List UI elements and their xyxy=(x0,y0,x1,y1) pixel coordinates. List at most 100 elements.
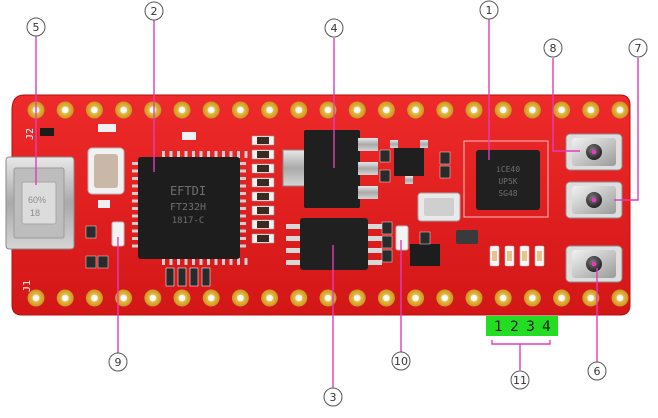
usb-mark-2: 18 xyxy=(30,208,40,218)
header-pad xyxy=(319,289,337,307)
callout-number: 5 xyxy=(33,21,40,34)
callout-number: 7 xyxy=(635,42,642,55)
callout-7: 7 xyxy=(628,38,648,58)
header-pad xyxy=(553,101,571,119)
fpga-chip: iCE40 UP5K SG48 xyxy=(463,140,549,218)
header-pad xyxy=(144,289,162,307)
ftdi-part-text: FT232H xyxy=(170,202,206,213)
header-pad xyxy=(56,289,74,307)
callout-number: 11 xyxy=(513,374,527,387)
callout-10: 10 xyxy=(391,351,411,371)
header-pad xyxy=(523,101,541,119)
silkscreen-j1: J1 xyxy=(22,280,33,292)
ftdi-chip: EFTDI FT232H 1817-C xyxy=(132,151,248,265)
leader-7 xyxy=(614,58,639,201)
callout-leader-lines xyxy=(35,19,639,388)
callout-6: 6 xyxy=(587,361,607,381)
user-led-array xyxy=(489,245,545,267)
header-pad xyxy=(173,101,191,119)
header-pad xyxy=(144,101,162,119)
callout-number: 1 xyxy=(486,4,493,17)
callout-11: 11 xyxy=(510,370,530,390)
header-pad xyxy=(407,101,425,119)
small-regulator xyxy=(390,140,428,184)
header-pad xyxy=(173,289,191,307)
callout-number: 4 xyxy=(331,22,338,35)
callout-8: 8 xyxy=(543,38,563,58)
header-pad xyxy=(494,289,512,307)
header-pad xyxy=(377,101,395,119)
header-pad xyxy=(553,289,571,307)
callout-number: 10 xyxy=(394,355,408,368)
header-pad xyxy=(348,289,366,307)
header-pad xyxy=(523,289,541,307)
leader-8 xyxy=(552,58,580,152)
callout-number: 2 xyxy=(151,5,158,18)
header-pad xyxy=(290,101,308,119)
header-pad xyxy=(231,289,249,307)
led-label-3: 3 xyxy=(526,319,535,335)
callout-number: 9 xyxy=(115,356,122,369)
header-pad xyxy=(261,101,279,119)
header-pad xyxy=(465,289,483,307)
ftdi-date-text: 1817-C xyxy=(172,216,205,226)
callout-number: 6 xyxy=(594,365,601,378)
header-pads-bottom xyxy=(27,289,629,307)
led-number-legend: 1 2 3 4 xyxy=(486,316,558,336)
header-pad xyxy=(202,289,220,307)
callout-number: 8 xyxy=(550,42,557,55)
callout-4: 4 xyxy=(324,18,344,38)
push-button xyxy=(565,245,623,283)
header-pad xyxy=(115,289,133,307)
header-pad xyxy=(202,101,220,119)
header-pad xyxy=(611,101,629,119)
callout-1: 1 xyxy=(479,0,499,20)
callout-2: 2 xyxy=(144,1,164,21)
led-label-2: 2 xyxy=(510,319,519,335)
header-pad xyxy=(611,289,629,307)
fpga-text-1: iCE40 xyxy=(496,165,520,174)
header-pad xyxy=(436,289,454,307)
usb-connector: 60% 18 xyxy=(5,156,75,250)
callout-3: 3 xyxy=(323,387,343,407)
done-led xyxy=(395,225,409,251)
header-pad xyxy=(115,101,133,119)
callout-5: 5 xyxy=(26,17,46,37)
clock-oscillator xyxy=(417,192,461,222)
usb-mark-1: 60% xyxy=(28,195,46,205)
header-pad xyxy=(377,289,395,307)
header-pad xyxy=(582,101,600,119)
header-pad xyxy=(465,101,483,119)
misc-smd-parts xyxy=(85,149,451,269)
push-button xyxy=(565,181,623,219)
crystal-oscillator xyxy=(87,147,125,195)
header-pad xyxy=(290,289,308,307)
header-pads-top xyxy=(27,101,629,119)
smd-transistor xyxy=(410,244,440,266)
callout-number: 3 xyxy=(330,391,337,404)
header-pad xyxy=(85,101,103,119)
push-button xyxy=(565,133,623,171)
leader-11-bracket xyxy=(491,340,551,345)
smd-capacitor xyxy=(456,230,478,244)
resistor-array xyxy=(98,124,275,287)
header-pad xyxy=(319,101,337,119)
header-pad xyxy=(261,289,279,307)
header-pad xyxy=(436,101,454,119)
header-pad xyxy=(494,101,512,119)
header-pad xyxy=(582,289,600,307)
fpga-text-3: SG48 xyxy=(498,189,517,198)
header-pad xyxy=(348,101,366,119)
header-pad xyxy=(56,101,74,119)
voltage-regulator xyxy=(282,130,378,208)
push-buttons xyxy=(565,133,623,283)
ftdi-brand-text: EFTDI xyxy=(170,184,206,198)
silkscreen-j2: J2 xyxy=(25,128,36,140)
header-pad xyxy=(407,289,425,307)
header-pad xyxy=(27,289,45,307)
smd-diode xyxy=(40,128,54,136)
led-label-1: 1 xyxy=(494,319,503,335)
flash-memory-chip xyxy=(286,218,382,270)
